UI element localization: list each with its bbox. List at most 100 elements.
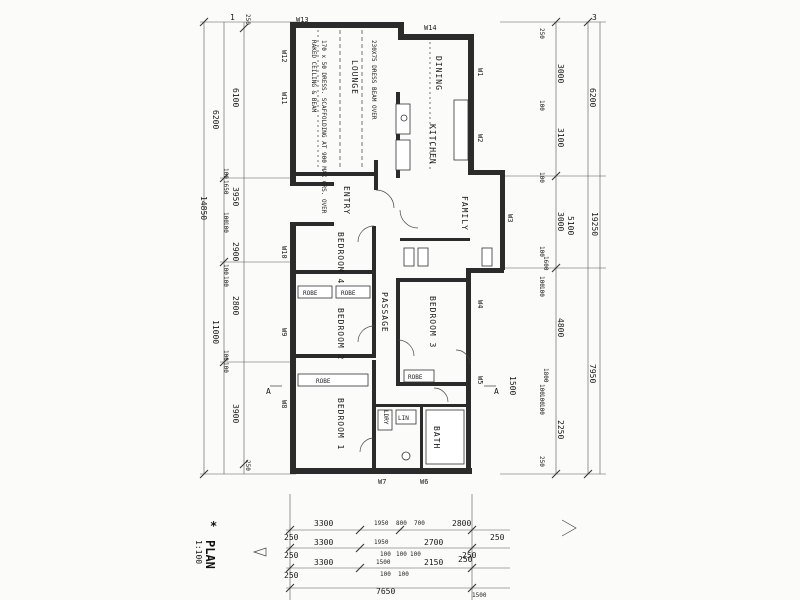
- north-arrow-icon: [252, 547, 267, 557]
- left-inner-dim-4: 2800: [231, 296, 240, 315]
- window-tag-w12: W12: [280, 50, 288, 63]
- right-small-dim-5: 100: [538, 276, 545, 287]
- bottom-dimension-chains: 250 3300 1950 800 700 2800 250 250 3300 …: [284, 494, 510, 600]
- right-small-dim-2: 100: [538, 172, 545, 183]
- window-tag-w10: W10: [280, 246, 288, 259]
- left-bottom-edge-dim: 250: [244, 460, 251, 471]
- family-cupboard: [481, 247, 493, 267]
- robe-bed3: [403, 369, 435, 383]
- plan-title-block: * PLAN 1:100 1 3: [194, 13, 597, 569]
- room-label-bath: BATH: [432, 426, 441, 449]
- right-small-dim-3: 1600: [542, 256, 549, 271]
- right-small-dim-9: 100: [538, 394, 545, 405]
- window-tag-w8: W8: [280, 400, 288, 408]
- bottom-dim-r2-250b: 250: [462, 551, 477, 560]
- right-outer-dim-2: 19250: [590, 212, 599, 236]
- right-top-edge-dim: 250: [538, 28, 545, 39]
- linen-label: LIN: [398, 415, 409, 422]
- left-small-dim-7: 100: [222, 350, 229, 361]
- bottom-dim-r2-2700: 2700: [424, 538, 443, 547]
- right-small-dim-10: 100: [538, 404, 545, 415]
- kitchen-sink: [400, 114, 408, 122]
- left-outer-dim-2: 14850: [199, 196, 208, 220]
- right-small-dim-8: 100: [538, 384, 545, 395]
- robe-label-bed4-right: ROBE: [341, 290, 356, 297]
- robe-label-bed2: ROBE: [316, 378, 331, 385]
- right-small-dim-7: 1800: [542, 368, 549, 383]
- bottom-dim-r2-100c: 100: [410, 551, 421, 558]
- bottom-dim-r3-3300: 3300: [314, 558, 333, 567]
- note-lounge-beam: 170 x 50 DRESS. SCAFFOLDING AT 900 MAX C…: [320, 40, 327, 214]
- interior-walls: [294, 92, 470, 470]
- right-inner-dim-7: 2250: [556, 420, 565, 439]
- room-labels: DINING KITCHEN LOUNGE FAMILY ENTRY BEDRO…: [303, 56, 469, 450]
- bottom-dim-r3-100b: 100: [398, 571, 409, 578]
- window-tag-w2: W2: [476, 134, 484, 142]
- left-small-dim-5: 100: [222, 264, 229, 275]
- bottom-dim-r1-1950: 1950: [374, 520, 389, 527]
- door-swings: [357, 189, 471, 453]
- robe-bed2: [297, 373, 369, 387]
- bath-tub: [425, 409, 465, 465]
- right-inner-dim-3: 3000: [556, 212, 565, 231]
- window-tag-w6: W6: [420, 478, 428, 486]
- window-tag-w11: W11: [280, 92, 288, 105]
- right-inner-dim-4: 5100: [566, 216, 575, 235]
- window-tag-w5: W5: [476, 376, 484, 384]
- left-outer-dim-3: 11000: [211, 320, 220, 344]
- linen-press: [395, 409, 417, 425]
- section-arrow-icon: [561, 519, 577, 537]
- left-small-dim-1: 100: [222, 168, 229, 179]
- right-small-dim-4: 100: [538, 246, 545, 257]
- window-tag-w7: W7: [378, 478, 386, 486]
- right-outer-dim-3: 7950: [588, 364, 597, 383]
- bottom-dim-r3-2150: 2150: [424, 558, 443, 567]
- bottom-dim-r1-700: 700: [414, 520, 425, 527]
- window-tag-w9: W9: [280, 328, 288, 336]
- kitchen-bench-3: [453, 99, 469, 161]
- right-inner-dim-2: 3100: [556, 128, 565, 147]
- kitchen-bench-2: [395, 139, 411, 171]
- left-inner-dim-2: 3950: [231, 187, 240, 206]
- bottom-dim-r1-250b: 250: [490, 533, 505, 542]
- plan-title: PLAN: [203, 540, 217, 569]
- left-outer-dim-1: 6200: [211, 110, 220, 129]
- room-label-bedroom2: BEDROOM 2: [336, 308, 345, 360]
- left-small-dim-3: 100: [222, 212, 229, 223]
- bottom-dim-r1-2800: 2800: [452, 519, 471, 528]
- room-label-bedroom4: BEDROOM 4: [336, 232, 345, 284]
- left-top-edge-dim: 250: [244, 14, 251, 25]
- construction-notes: 170 x 50 DRESS. SCAFFOLDING AT 900 MAX C…: [310, 40, 377, 214]
- plan-marker: *: [210, 519, 217, 533]
- bottom-dim-r2-250a: 250: [284, 551, 299, 560]
- right-bottom-edge-dim: 250: [538, 456, 545, 467]
- right-small-dim-6: 100: [538, 286, 545, 297]
- robe-label-bed4-left: ROBE: [303, 290, 318, 297]
- bottom-dim-r1-250a: 250: [284, 533, 299, 542]
- right-inner-dim-5: 4800: [556, 318, 565, 337]
- building-walls: [290, 22, 505, 474]
- bottom-dim-r2-3300: 3300: [314, 538, 333, 547]
- beam-lines: [317, 30, 431, 170]
- window-tags: W13 W14 W12 W11 W1 W2 W3 W10 W9 W8 W7 W6…: [280, 16, 514, 486]
- robe-bed4-left: [297, 285, 333, 299]
- right-inner-dim-6: 1500: [508, 376, 517, 395]
- room-label-kitchen: KITCHEN: [428, 124, 437, 165]
- laundry-trough: [377, 409, 393, 431]
- room-label-family: FAMILY: [460, 196, 469, 231]
- bottom-dim-r2-1950: 1950: [374, 539, 389, 546]
- bottom-dim-r3-1500: 1500: [376, 559, 391, 566]
- section-mark-left: A: [266, 387, 271, 396]
- bottom-dim-r4-1500: 1500: [472, 592, 487, 599]
- room-label-lounge: LOUNGE: [350, 60, 359, 95]
- robe-label-bed3: ROBE: [408, 374, 423, 381]
- window-tag-w1: W1: [476, 68, 484, 76]
- window-tag-w4: W4: [476, 300, 484, 308]
- left-inner-dim-3: 2900: [231, 242, 240, 261]
- right-dimension-chain: 6200 19250 7950 3000 3100 3000 5100 4800…: [500, 17, 606, 479]
- corner-mark-2: 3: [592, 13, 597, 22]
- room-label-bedroom1: BEDROOM 1: [336, 398, 345, 450]
- plan-scale: 1:100: [194, 540, 203, 564]
- left-small-dim-6: 100: [222, 276, 229, 287]
